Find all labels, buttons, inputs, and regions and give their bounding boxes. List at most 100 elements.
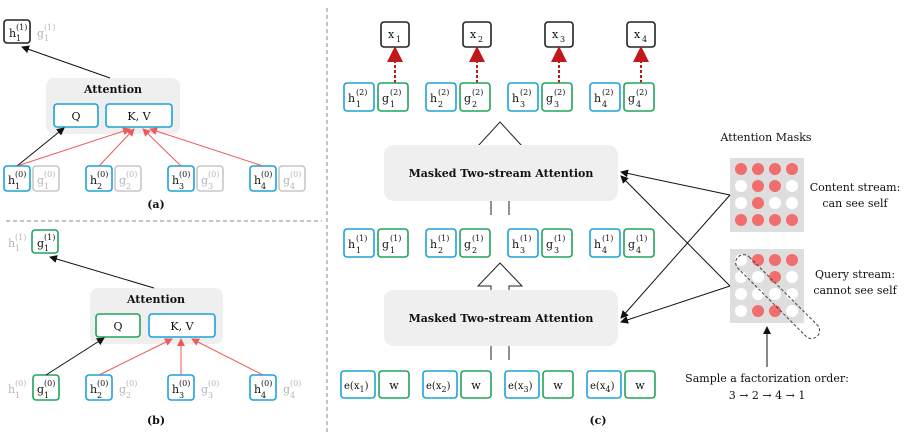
svg-text:(0): (0) [179,170,190,179]
b-input-3: h (0) 3 g (0) 3 [167,374,219,401]
svg-text:(1): (1) [44,233,55,242]
svg-text:2: 2 [478,35,483,44]
content-mask-cell-2-2 [752,180,764,192]
query-mask-cell-1-2 [752,254,764,266]
content-mask-cell-3-1 [735,197,747,209]
c-caption: (c) [589,414,606,427]
svg-text:h: h [8,174,15,187]
c-layer1-pair-1: h (1) 1 g (1) 1 [343,228,409,258]
svg-text:1: 1 [16,34,21,43]
query-mask-cell-3-3 [769,288,781,300]
svg-text:(0): (0) [15,379,26,388]
a-caption: (a) [147,198,165,211]
svg-text:1: 1 [356,246,361,255]
svg-text:(1): (1) [390,234,401,243]
svg-text:e(x3): e(x3) [508,381,533,394]
c-upper-attention-label: Masked Two-stream Attention [409,167,594,180]
svg-text:h: h [172,174,179,187]
c-output-4: x 4 [626,21,656,48]
b-kv-box [148,313,216,338]
svg-text:1: 1 [396,35,401,44]
svg-text:h: h [594,238,601,251]
c-layer2-pair-3: h (2) 3 g (2) 3 [507,82,573,112]
svg-text:g: g [464,238,471,251]
panel-a: h (1) 1 g (1) 1 Attention Q K, V h (0) 1… [3,19,306,211]
svg-text:h: h [512,92,519,105]
svg-text:2: 2 [97,391,102,400]
c-lower-attention-label: Masked Two-stream Attention [409,312,594,325]
svg-text:4: 4 [602,246,607,255]
c-upper-attention-block [384,145,618,201]
svg-text:(2): (2) [602,88,613,97]
svg-text:h: h [8,237,15,250]
b-kv-arrow-4 [191,338,264,376]
svg-text:g: g [201,174,208,187]
b-q-label: Q [113,320,122,333]
b-inputs: h (0) 1 g (0) 1 h (0) 2 g (0) 2 h (0) [8,374,301,401]
svg-text:h: h [430,92,437,105]
svg-text:g: g [119,383,126,396]
a-input-3: h (0) 3 g (0) 3 [167,165,224,192]
c-layer1-pair-4: h (1) 4 g (1) 4 [589,228,655,258]
svg-text:(0): (0) [97,379,108,388]
content-mask-cell-3-2 [752,197,764,209]
svg-text:h: h [8,383,15,396]
svg-text:(1): (1) [44,23,55,32]
c-output-2: x 2 [462,21,492,48]
svg-text:1: 1 [356,100,361,109]
svg-text:2: 2 [97,182,102,191]
svg-text:g: g [37,237,44,250]
svg-text:4: 4 [261,391,266,400]
svg-text:e(x2): e(x2) [426,381,451,394]
svg-text:e(x4): e(x4) [590,381,615,394]
query-mask-cell-4-2 [752,305,764,317]
b-input-4: h (0) 4 g (0) 4 [249,374,301,401]
svg-text:w: w [389,379,399,392]
svg-text:h: h [172,383,179,396]
svg-text:g: g [382,238,389,251]
query-mask-cell-1-3 [769,254,781,266]
svg-text:3: 3 [520,100,525,109]
a-input-1: h (0) 1 g (0) 1 [3,165,60,192]
svg-text:2: 2 [438,246,443,255]
query-mask-cell-4-1 [735,305,747,317]
c-outputs: x 1 x 2 x 3 x 4 [380,21,656,48]
query-mask-cell-1-4 [786,254,798,266]
svg-text:(0): (0) [44,170,55,179]
c-layer1-pair-2: h (1) 2 g (1) 2 [425,228,491,258]
svg-text:(0): (0) [97,170,108,179]
a-kv-arrow-1 [16,127,131,167]
svg-text:g: g [201,383,208,396]
b-attention-title: Attention [126,293,185,306]
svg-text:(0): (0) [44,379,55,388]
svg-text:(2): (2) [390,88,401,97]
svg-text:(0): (0) [126,379,137,388]
svg-text:(0): (0) [261,379,272,388]
panel-b: h (1) 1 g (1) 1 Attention Q K, V h (0) 1… [8,229,301,427]
svg-text:h: h [254,174,261,187]
query-mask-cell-2-1 [735,271,747,283]
c-output-1: x 1 [380,21,410,48]
svg-text:h: h [9,27,16,40]
a-kv-arrow-3 [142,128,182,167]
a-q-label: Q [71,110,80,123]
content-mask-to-upper-arrow [620,169,731,196]
svg-text:2: 2 [472,100,477,109]
c-layer2-pair-2: h (2) 2 g (2) 2 [425,82,491,112]
svg-text:(1): (1) [602,234,613,243]
svg-text:x: x [470,28,477,41]
svg-text:(0): (0) [126,170,137,179]
svg-text:g: g [119,174,126,187]
svg-text:g: g [546,92,553,105]
content-mask-cell-2-1 [735,180,747,192]
svg-text:1: 1 [44,182,49,191]
content-mask-cell-4-2 [752,214,764,226]
svg-text:w: w [635,379,645,392]
b-caption: (b) [147,414,165,427]
svg-text:g: g [628,92,635,105]
svg-text:(1): (1) [472,234,483,243]
a-kv-arrow-4 [149,127,264,167]
svg-text:1: 1 [15,244,20,253]
svg-text:(1): (1) [520,234,531,243]
